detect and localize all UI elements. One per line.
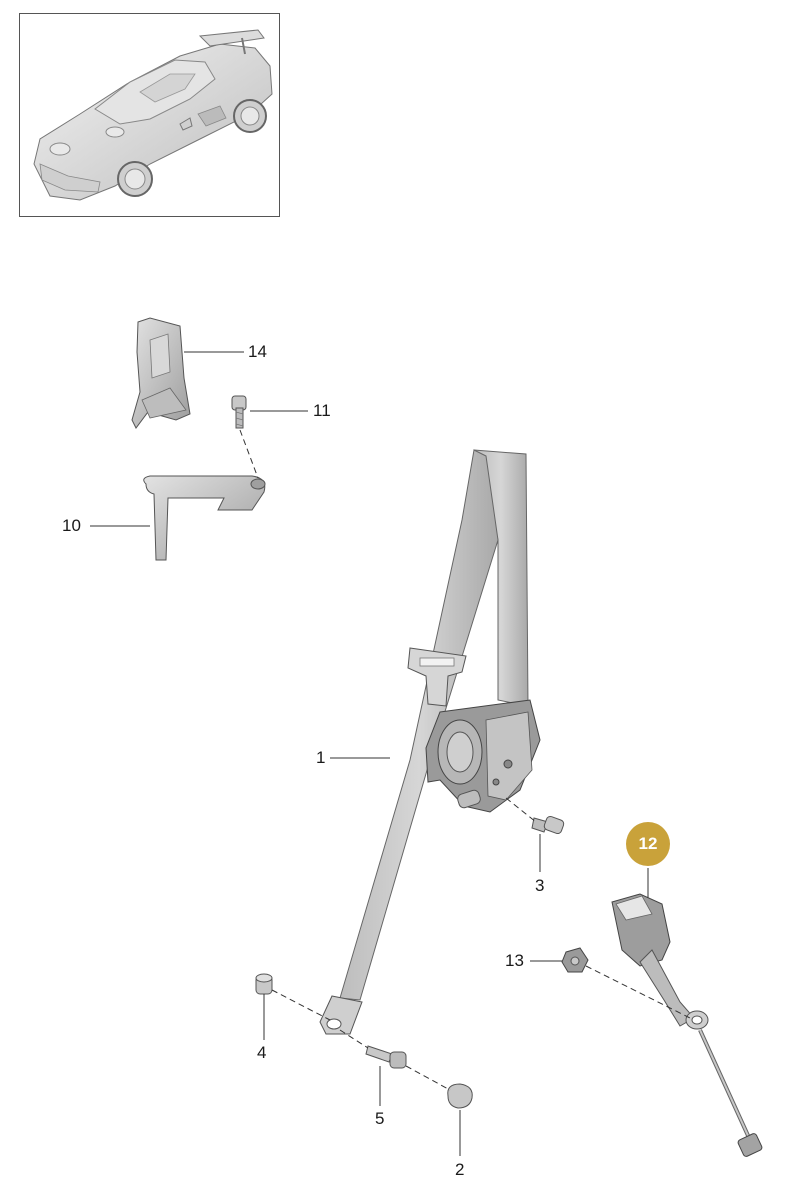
leader-lines: [90, 351, 649, 1156]
part-10-guide-rod: [143, 475, 266, 561]
part-11-bolt: [231, 395, 247, 429]
callout-12-highlighted[interactable]: 12: [626, 822, 670, 866]
callout-10: 10: [62, 516, 81, 535]
car-icon: [33, 29, 273, 201]
callout-13: 13: [505, 951, 524, 970]
part-1-seat-belt: [319, 449, 541, 1035]
part-5-bolt: [365, 1045, 407, 1069]
callout-5: 5: [375, 1109, 385, 1128]
part-2-cap: [447, 1083, 473, 1109]
callout-4: 4: [257, 1043, 267, 1062]
vehicle-thumbnail: [19, 13, 280, 217]
callout-3: 3: [535, 876, 545, 895]
callout-2: 2: [455, 1160, 465, 1179]
callout-14: 14: [248, 342, 267, 361]
part-13-nut: [561, 947, 589, 973]
callout-1: 1: [316, 748, 326, 767]
callout-11: 11: [313, 401, 331, 420]
part-4-spacer: [255, 973, 273, 995]
part-12-buckle: [611, 893, 763, 1157]
part-3-bolt: [531, 815, 565, 835]
part-14-bracket: [131, 317, 191, 429]
assembly-lines: [239, 429, 691, 1091]
